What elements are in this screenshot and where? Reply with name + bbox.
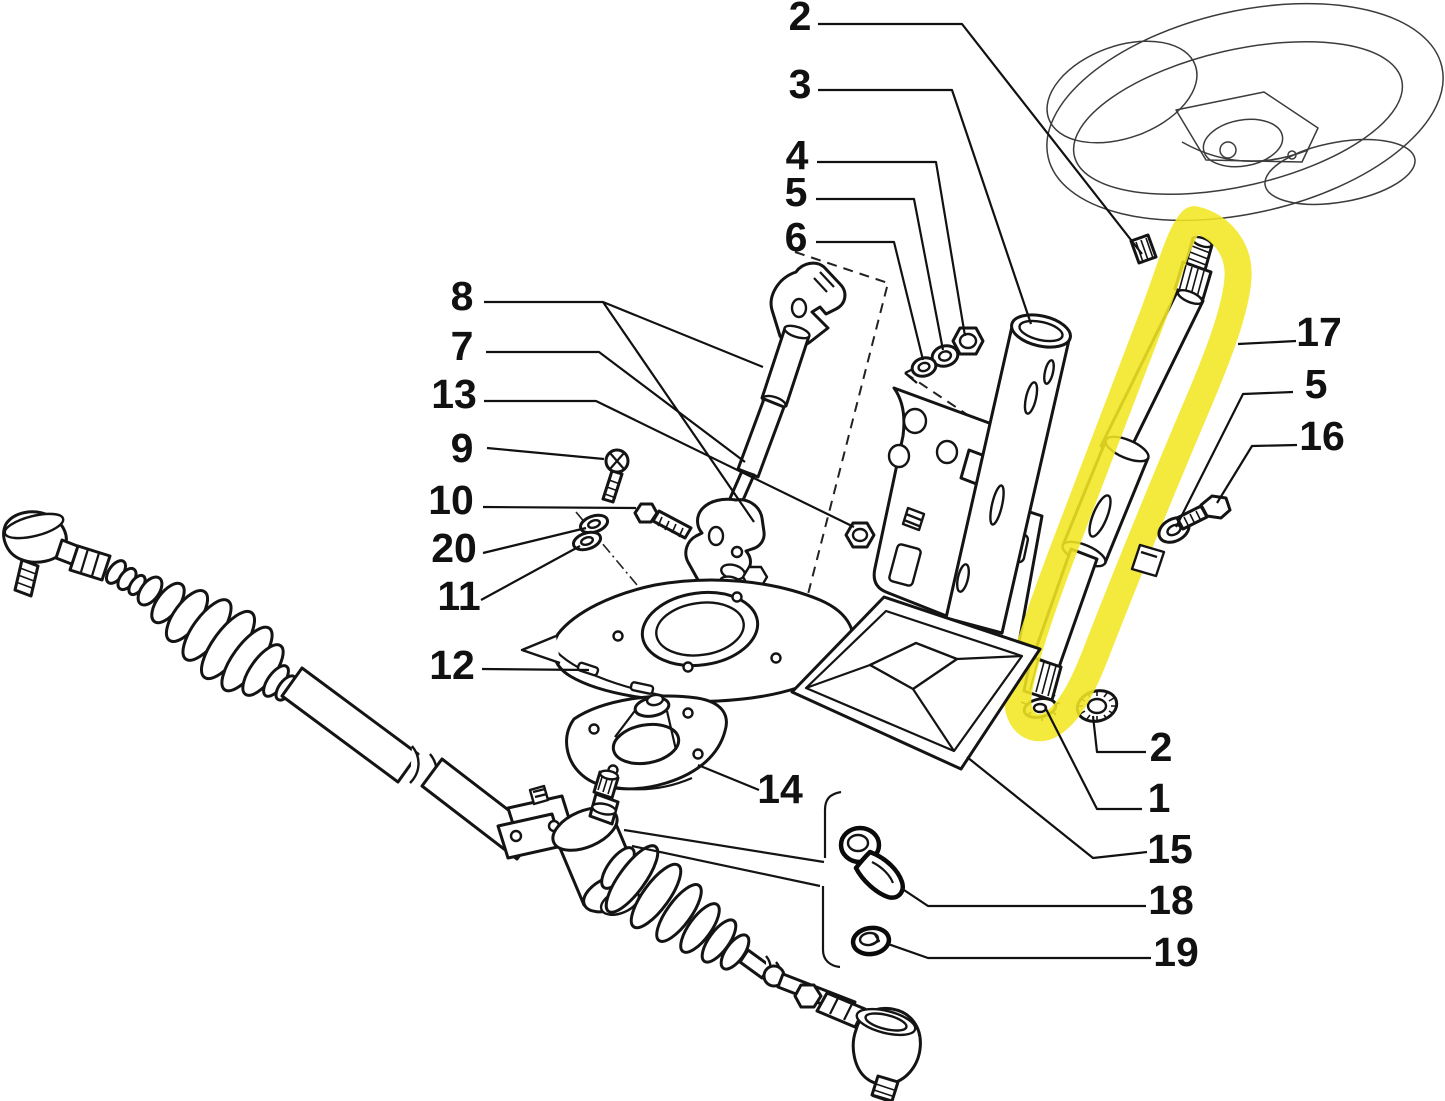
leader-9 bbox=[486, 446, 605, 461]
leader-18 bbox=[900, 887, 1146, 908]
part-label-18-clamp: 18 bbox=[1148, 877, 1194, 923]
dash-cover bbox=[790, 595, 1042, 771]
bolt-head bbox=[633, 502, 659, 524]
leader-16 bbox=[1216, 443, 1298, 504]
part-label-6-washer-small: 6 bbox=[785, 214, 808, 260]
leader-5-top bbox=[816, 197, 945, 351]
part-label-5-washer-right: 5 bbox=[1305, 361, 1328, 407]
sleeve-slot bbox=[1088, 494, 1112, 538]
leader-lines bbox=[480, 22, 1298, 960]
hex-nut-13 bbox=[844, 521, 876, 549]
bellows-right bbox=[600, 844, 751, 971]
tie-rod-adjuster-left bbox=[68, 544, 112, 582]
wheel-left-opening bbox=[1046, 40, 1198, 144]
group-bracket bbox=[623, 790, 842, 969]
wheel-hub-pad bbox=[1175, 91, 1319, 163]
column-bracket-tab bbox=[1130, 543, 1166, 578]
leader-4 bbox=[817, 160, 967, 337]
bellows-left bbox=[136, 575, 298, 702]
grommet bbox=[850, 925, 892, 957]
column-outer-tube bbox=[944, 313, 1072, 635]
clamp bbox=[838, 825, 905, 900]
tie-rod-lock-nut bbox=[793, 983, 823, 1009]
leader-6 bbox=[816, 240, 925, 361]
rack-tube bbox=[280, 666, 420, 784]
leader-1 bbox=[1044, 706, 1142, 811]
leader-14 bbox=[697, 763, 760, 792]
leader-3 bbox=[818, 88, 1033, 325]
part-label-1-main-shaft: 1 bbox=[1148, 775, 1171, 821]
leader-8a bbox=[484, 300, 764, 369]
bracket-stud bbox=[901, 506, 926, 532]
part-label-12-mounting-plate: 12 bbox=[429, 642, 475, 688]
steering-wheel-nut bbox=[1129, 233, 1158, 265]
leader-19 bbox=[887, 942, 1151, 960]
main-column-shaft bbox=[1020, 235, 1214, 721]
part-label-7-intermediate-shaft: 7 bbox=[451, 323, 474, 369]
leader-17 bbox=[1237, 339, 1297, 346]
mounting-plate bbox=[520, 578, 855, 706]
part-label-9-phillips-screw: 9 bbox=[451, 425, 474, 471]
part-label-3-column-outer-tube: 3 bbox=[789, 61, 812, 107]
part-label-2-steering-wheel-nut: 2 bbox=[789, 0, 812, 39]
part-label-2-pinion-gear: 2 bbox=[1150, 724, 1173, 770]
leader-11 bbox=[480, 545, 581, 601]
part-label-10-bolt: 10 bbox=[428, 477, 474, 523]
part-label-4-hex-nut-large: 4 bbox=[786, 132, 809, 178]
upper-shaft-tube bbox=[760, 326, 811, 408]
leader-20 bbox=[482, 526, 587, 555]
part-label-13-hex-nut: 13 bbox=[431, 371, 477, 417]
leader-2-top bbox=[818, 22, 1143, 255]
part-label-15-dash-cover: 15 bbox=[1147, 826, 1193, 872]
cover-plate bbox=[565, 693, 728, 791]
steering-rack bbox=[2, 510, 922, 1101]
intermediate-shaft bbox=[684, 261, 847, 592]
cover-cone-base bbox=[611, 722, 681, 766]
highlight-marker bbox=[1004, 206, 1252, 742]
steering-wheel bbox=[1046, 2, 1444, 222]
leader-15 bbox=[966, 756, 1148, 860]
right-fasteners bbox=[1130, 494, 1232, 578]
part-label-5-washer: 5 bbox=[785, 169, 808, 215]
leader-10 bbox=[482, 505, 637, 510]
part-label-16-bolt-right: 16 bbox=[1299, 413, 1345, 459]
part-label-17-column-shaft-upper: 17 bbox=[1296, 309, 1342, 355]
leader-12 bbox=[481, 667, 590, 672]
part-label-8-universal-joints: 8 bbox=[451, 273, 474, 319]
part-label-20-washer-upper: 20 bbox=[431, 525, 477, 571]
fastener-row bbox=[910, 326, 985, 378]
part-label-11-washer-lower: 11 bbox=[437, 573, 480, 619]
leader-2-bot bbox=[1091, 715, 1146, 754]
leader-13 bbox=[484, 399, 855, 528]
wheel-right-opening bbox=[1264, 138, 1416, 206]
left-fasteners bbox=[571, 448, 693, 552]
leader-5-right bbox=[1175, 390, 1294, 528]
part-label-19-grommet: 19 bbox=[1153, 929, 1199, 975]
leader-7 bbox=[486, 350, 746, 463]
part-label-14-cover-plate: 14 bbox=[757, 766, 803, 812]
